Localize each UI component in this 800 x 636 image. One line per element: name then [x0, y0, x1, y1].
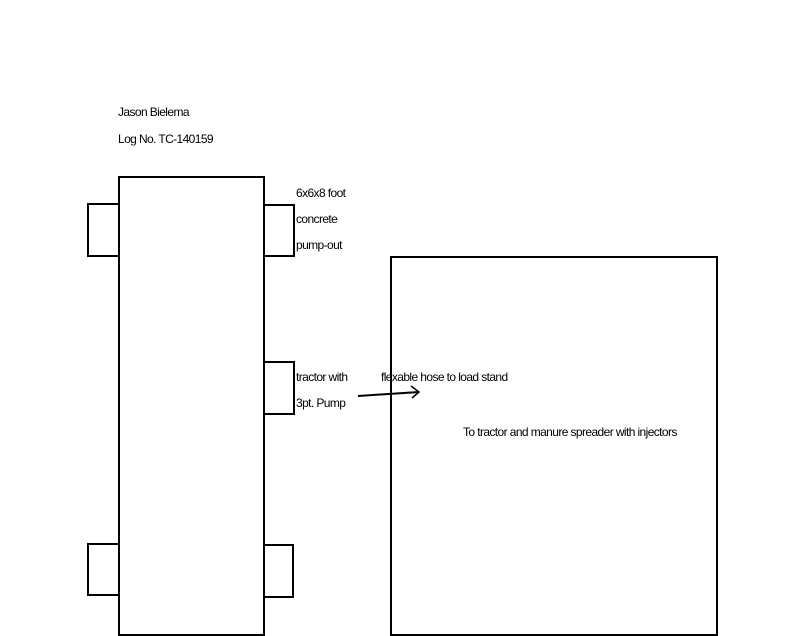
load-area — [390, 256, 718, 636]
left-box-top — [87, 203, 120, 257]
author-name: Jason Bielema — [118, 105, 190, 119]
destination-label: To tractor and manure spreader with inje… — [463, 425, 677, 439]
tractor-label-2: 3pt. Pump — [296, 396, 346, 410]
hose-arrow — [357, 385, 421, 399]
hose-label: flexable hose to load stand — [381, 370, 508, 384]
log-number: Log No. TC-140159 — [118, 132, 214, 146]
pump-out-label-3: pump-out — [296, 238, 343, 252]
tractor-label-1: tractor with — [296, 370, 348, 384]
pump-out-label-2: concrete — [296, 212, 338, 226]
pump-out-label-1: 6x6x8 foot — [296, 186, 346, 200]
